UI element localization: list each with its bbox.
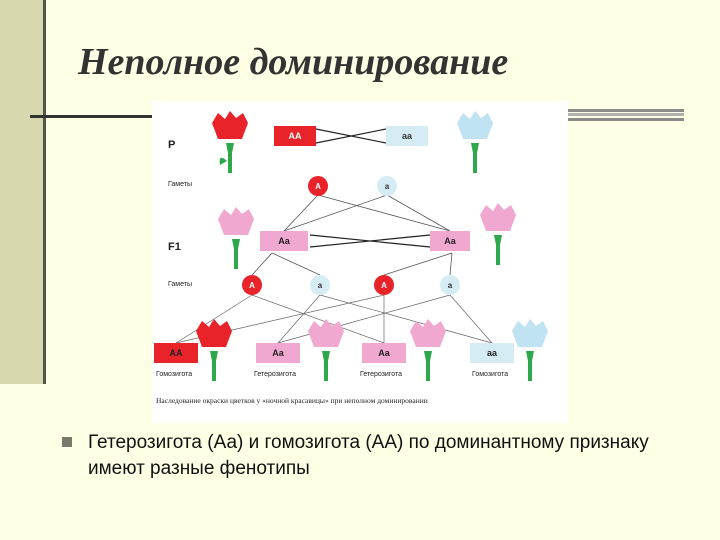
diagram-lines [175, 111, 548, 381]
f2-label-homozygote-1: Гомозигота [156, 371, 193, 378]
flower-blue-parent [457, 111, 493, 173]
f1-gamete-recessive-1: а [310, 275, 330, 295]
title-rule-left [30, 115, 156, 118]
generation-label-f1: F1 [168, 241, 181, 253]
f1-gamete-dominant-1: А [242, 275, 262, 295]
bullet-text: Гетерозигота (Аа) и гомозигота (АА) по д… [88, 432, 649, 479]
genotype-box-f2-hetero-1: Аа [256, 343, 300, 363]
genotype-box-parent-dominant: АА [274, 126, 316, 146]
inheritance-diagram: P F1 Гаметы Гаметы АА аа А а Аа Аа А а А… [152, 101, 568, 423]
flower-pink-f1-left [218, 207, 254, 269]
f1-gamete-recessive-2: а [440, 275, 460, 295]
gamete-circle-recessive: а [377, 176, 397, 196]
flower-pink-f2-a [308, 319, 344, 381]
flower-blue-f2 [512, 319, 548, 381]
genotype-box-f1-left: Аа [260, 231, 308, 251]
left-decor-band [0, 0, 46, 384]
slide-title: Неполное доминирование [78, 41, 509, 83]
flower-red-parent [212, 111, 248, 173]
genotype-box-f2-aa-dominant: АА [154, 343, 198, 363]
flower-red-f2 [196, 319, 232, 381]
f2-label-homozygote-2: Гомозигота [472, 371, 509, 378]
flower-pink-f2-b [410, 319, 446, 381]
figure-caption: Наследование окраски цветков у «ночной к… [156, 396, 428, 405]
flower-pink-f1-right [480, 203, 516, 265]
genotype-box-f2-hetero-2: Аа [362, 343, 406, 363]
title-rule-right [560, 109, 684, 121]
gametes-label-p: Гаметы [168, 181, 193, 188]
genotype-box-f2-recessive: аа [470, 343, 514, 363]
f1-gamete-dominant-2: А [374, 275, 394, 295]
gamete-circle-dominant: А [308, 176, 328, 196]
bullet-marker [62, 437, 72, 447]
genotype-box-parent-recessive: аа [386, 126, 428, 146]
generation-label-p: P [168, 139, 176, 151]
f2-label-heterozygote-1: Гетерозигота [254, 371, 296, 378]
gametes-label-f1: Гаметы [168, 281, 193, 288]
f2-label-heterozygote-2: Гетерозигота [360, 371, 402, 378]
genotype-box-f1-right: Аа [430, 231, 470, 251]
